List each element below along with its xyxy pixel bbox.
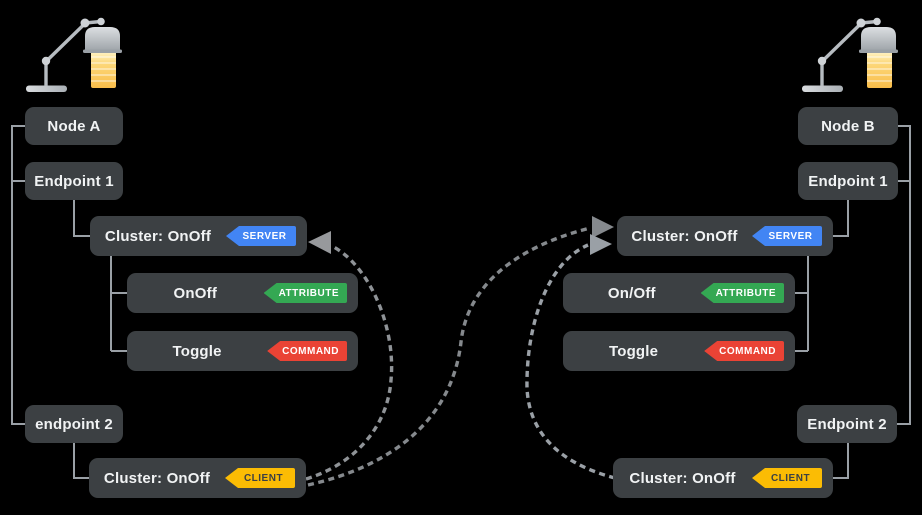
client-badge: CLIENT bbox=[225, 468, 295, 488]
node-b-endpoint2-box: Endpoint 2 bbox=[797, 405, 897, 443]
node-b-server-cluster-label: Cluster: OnOff bbox=[631, 227, 738, 245]
client-badge: CLIENT bbox=[752, 468, 822, 488]
node-b-label: Node B bbox=[821, 117, 875, 135]
node-b-command-box: Toggle COMMAND bbox=[563, 331, 795, 371]
server-badge: SERVER bbox=[226, 226, 296, 246]
node-a-label: Node A bbox=[47, 117, 101, 135]
node-a-command-box: Toggle COMMAND bbox=[127, 331, 358, 371]
node-a-tree-connectors bbox=[11, 125, 127, 479]
server-badge: SERVER bbox=[752, 226, 822, 246]
node-b-server-cluster-box: Cluster: OnOff SERVER bbox=[617, 216, 833, 256]
node-b-attribute-label: On/Off bbox=[607, 284, 656, 302]
node-a-client-cluster-label: Cluster: OnOff bbox=[103, 469, 211, 487]
node-b-box: Node B bbox=[798, 107, 898, 145]
arrowhead-into-b-server-lower bbox=[590, 234, 612, 255]
node-a-server-cluster-label: Cluster: OnOff bbox=[104, 227, 212, 245]
node-a-attribute-box: OnOff ATTRIBUTE bbox=[127, 273, 358, 313]
node-a-server-cluster-box: Cluster: OnOff SERVER bbox=[90, 216, 307, 256]
node-b-endpoint1-label: Endpoint 1 bbox=[808, 172, 888, 190]
node-b-endpoint1-box: Endpoint 1 bbox=[798, 162, 898, 200]
node-a-endpoint1-label: Endpoint 1 bbox=[34, 172, 114, 190]
command-badge: COMMAND bbox=[704, 341, 784, 361]
command-badge: COMMAND bbox=[267, 341, 347, 361]
node-b-client-cluster-label: Cluster: OnOff bbox=[629, 469, 736, 487]
node-b-attribute-box: On/Off ATTRIBUTE bbox=[563, 273, 795, 313]
desk-lamp-icon-right bbox=[800, 16, 900, 94]
binding-arrow-a-client-to-b-server bbox=[307, 226, 591, 487]
binding-arrow-b-client-to-b-server bbox=[525, 243, 616, 480]
node-b-endpoint2-label: Endpoint 2 bbox=[807, 415, 887, 433]
node-b-command-label: Toggle bbox=[608, 342, 659, 360]
node-b-client-cluster-box: Cluster: OnOff CLIENT bbox=[613, 458, 833, 498]
node-a-endpoint2-box: endpoint 2 bbox=[25, 405, 123, 443]
attribute-badge: ATTRIBUTE bbox=[263, 283, 347, 303]
node-a-endpoint1-box: Endpoint 1 bbox=[25, 162, 123, 200]
node-a-box: Node A bbox=[25, 107, 123, 145]
attribute-badge: ATTRIBUTE bbox=[700, 283, 784, 303]
node-a-endpoint2-label: endpoint 2 bbox=[35, 415, 113, 433]
node-a-command-label: Toggle bbox=[172, 342, 222, 360]
arrowhead-into-a-server bbox=[308, 231, 331, 254]
node-b-tree-connectors bbox=[795, 125, 911, 479]
arrowhead-into-b-server-upper bbox=[592, 216, 614, 238]
binding-arrow-a-client-to-a-server bbox=[305, 244, 394, 481]
desk-lamp-icon-left bbox=[24, 16, 124, 94]
node-a-attribute-label: OnOff bbox=[173, 284, 218, 302]
node-a-client-cluster-box: Cluster: OnOff CLIENT bbox=[89, 458, 306, 498]
